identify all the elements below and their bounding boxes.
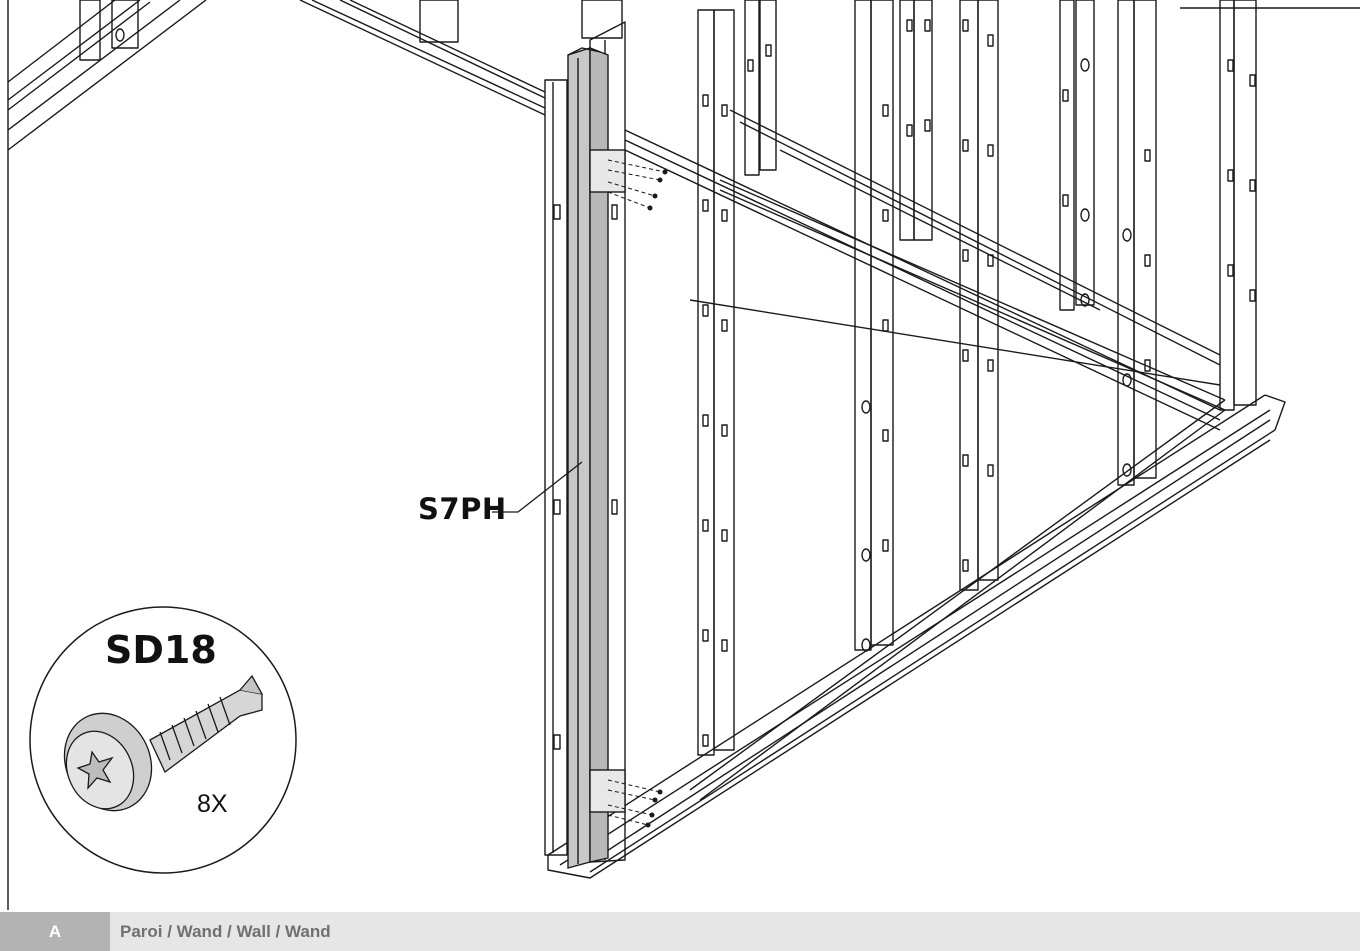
- base-track: [547, 394, 1286, 879]
- screw-markers: [645, 169, 668, 828]
- step-title: Paroi / Wand / Wall / Wand: [120, 921, 331, 941]
- step-footer: A Paroi / Wand / Wall / Wand: [0, 912, 1360, 951]
- step-letter: A: [0, 912, 110, 951]
- self-drilling-screw-icon: [63, 674, 263, 812]
- screw-code: SD18: [105, 628, 217, 672]
- screw-callout: [29, 606, 297, 874]
- left-post: [544, 79, 568, 856]
- dashed-screw-path-icon: [607, 159, 666, 826]
- s7ph-part: [567, 46, 626, 869]
- stud-punch-holes: [115, 19, 1256, 747]
- back-top-rail: [299, 0, 623, 116]
- part-leader-line: [492, 461, 583, 513]
- rear-rails: [624, 109, 1226, 431]
- part-label-s7ph: S7PH: [418, 492, 507, 526]
- studs: [697, 0, 1257, 756]
- screw-quantity: 8X: [197, 790, 228, 818]
- left-frame-corner: [7, 0, 207, 151]
